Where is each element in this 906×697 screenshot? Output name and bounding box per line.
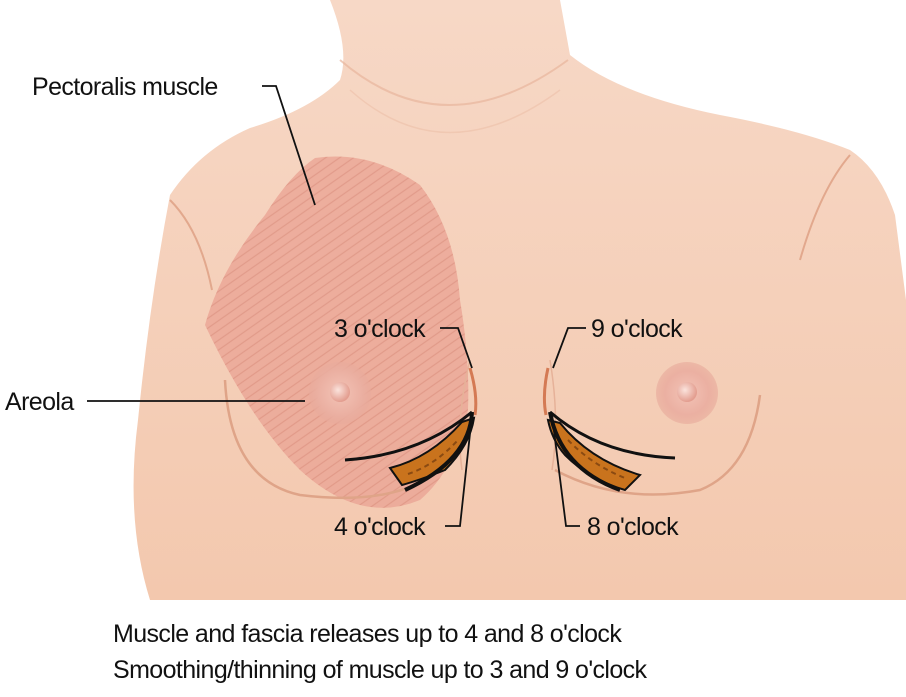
pectoralis-label: Pectoralis muscle: [32, 73, 218, 101]
caption-line-2: Smoothing/thinning of muscle up to 3 and…: [113, 656, 646, 685]
nine-oclock-label: 9 o'clock: [591, 315, 683, 343]
left-nipple: [677, 382, 697, 402]
three-oclock-label: 3 o'clock: [334, 315, 426, 343]
four-oclock-label: 4 o'clock: [334, 513, 426, 541]
areola-label: Areola: [5, 388, 74, 416]
right-nipple: [330, 382, 350, 402]
eight-oclock-label: 8 o'clock: [587, 513, 679, 541]
caption-line-1: Muscle and fascia releases up to 4 and 8…: [113, 620, 621, 649]
